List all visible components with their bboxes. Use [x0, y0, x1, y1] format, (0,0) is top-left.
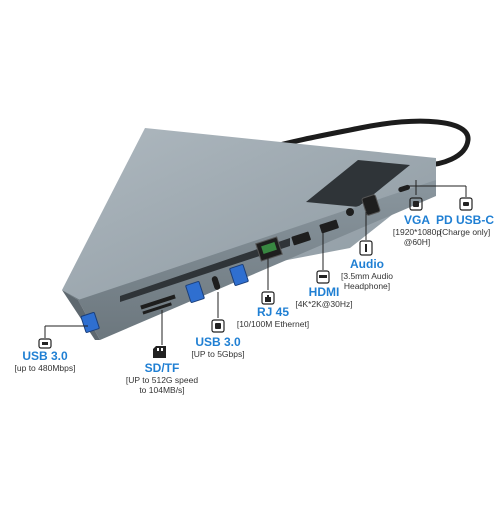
audio-sub-2: Headphone]	[343, 281, 391, 291]
sd-card-slot	[140, 294, 176, 315]
usb30-left-sub: [up to 480Mbps]	[14, 363, 76, 373]
usb-a-port-left	[80, 311, 100, 333]
leader-lines	[44, 180, 467, 345]
audio-jack-port	[346, 208, 354, 216]
pdusbc-sub: [Charge only]	[439, 227, 491, 237]
callout-rj45: RJ 45 [10/100M Ethernet]	[228, 305, 318, 330]
hdmi-port-1	[291, 231, 311, 246]
usb30-mid-title: USB 3.0	[195, 335, 241, 349]
pdusbc-title: PD USB-C	[435, 213, 494, 227]
audio-title: Audio	[350, 257, 384, 271]
callout-audio: Audio [3.5mm Audio Headphone]	[334, 257, 400, 292]
sdtf-sub-2: to 104MB/s]	[139, 385, 185, 395]
vga-sub-1: [1920*1080p	[392, 227, 442, 237]
ethernet-port-icon	[261, 291, 275, 305]
callout-usb30-left: USB 3.0 [up to 480Mbps]	[10, 349, 80, 374]
usb-c-port-mid	[211, 276, 221, 290]
vga-title: VGA	[403, 213, 430, 227]
rj45-sub: [10/100M Ethernet]	[236, 319, 310, 329]
sd-card-icon	[153, 346, 166, 358]
usb-c-port-pd	[398, 184, 410, 193]
callout-vga: VGA [1920*1080p @60H]	[392, 213, 442, 248]
rj45-title: RJ 45	[256, 305, 290, 319]
callout-hdmi: HDMI [4K*2K@30Hz]	[290, 285, 358, 310]
usb-a-port-icon	[38, 338, 52, 349]
callout-pd-usbc: PD USB-C [Charge only]	[434, 213, 496, 238]
hdmi-port-2	[319, 219, 339, 234]
pd-usb-c-icon	[459, 197, 473, 211]
callout-usb30-mid: USB 3.0 [UP to 5Gbps]	[180, 335, 256, 360]
audio-sub-1: [3.5mm Audio	[341, 271, 393, 281]
hdmi-title: HDMI	[308, 285, 340, 299]
usb30-left-title: USB 3.0	[22, 349, 68, 363]
audio-jack-icon	[359, 240, 373, 256]
usb-c-port-icon	[211, 319, 225, 333]
usb-a-port-mid-1	[185, 281, 205, 303]
vga-sub-2: @60H]	[403, 237, 431, 247]
usb-a-port-mid-2	[229, 264, 249, 286]
hdmi-sub: [4K*2K@30Hz]	[295, 299, 353, 309]
usb30-mid-sub: [UP to 5Gbps]	[191, 349, 245, 359]
sdtf-sub-1: [UP to 512G speed	[125, 375, 199, 385]
vga-port-icon	[409, 197, 423, 211]
ethernet-port	[255, 236, 283, 262]
vga-port	[361, 194, 381, 216]
callout-sdtf: SD/TF [UP to 512G speed to 104MB/s]	[120, 361, 204, 396]
hdmi-port-icon	[316, 270, 330, 284]
sdtf-title: SD/TF	[144, 361, 180, 375]
